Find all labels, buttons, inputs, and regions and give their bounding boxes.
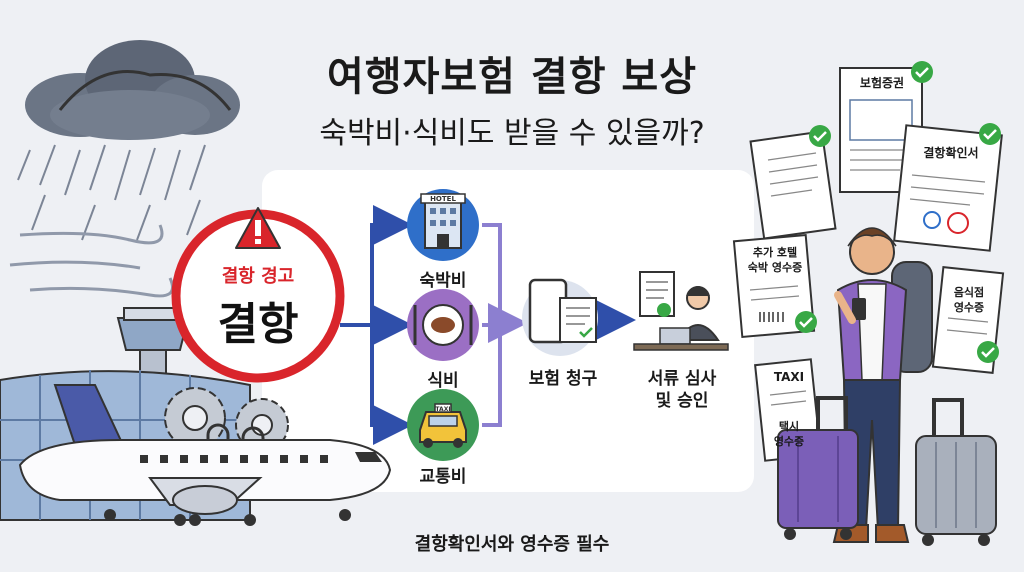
review-label-line2: 및 승인 bbox=[655, 391, 709, 411]
gear-icon bbox=[164, 387, 289, 452]
flow-arrows bbox=[340, 205, 413, 445]
taxi-receipt-head: TAXI bbox=[773, 370, 805, 384]
storm-cloud-icon bbox=[25, 40, 240, 140]
taxi-receipt-label-line2: 영수증 bbox=[773, 435, 805, 448]
meal-icon bbox=[407, 289, 479, 361]
cancel-cert-doc-label: 결항확인서 bbox=[923, 146, 979, 160]
review-clerk-icon bbox=[633, 271, 729, 351]
page-title: 여행자보험 결항 보상 bbox=[326, 54, 698, 100]
taxi-icon bbox=[407, 389, 479, 461]
warning-triangle-icon bbox=[235, 207, 281, 249]
warning-big-label: 결항 bbox=[217, 299, 299, 350]
cancellation-certificate-document bbox=[893, 124, 1003, 252]
taxi-sign: TAXI bbox=[435, 406, 450, 413]
transport-label: 교통비 bbox=[419, 467, 467, 487]
hotel-receipt-label-line1: 추가 호텔 bbox=[752, 246, 798, 259]
rain-icon bbox=[17, 144, 206, 241]
arrow-to-transport bbox=[340, 323, 413, 445]
hotel-receipt-document bbox=[732, 233, 816, 339]
hotel-sign: HOTEL bbox=[430, 195, 456, 203]
taxi-receipt-label-line1: 택시 bbox=[778, 420, 800, 433]
flight-cancel-warning bbox=[171, 207, 345, 383]
warning-small-label: 결항 경고 bbox=[221, 266, 295, 287]
mobile-claim-icon bbox=[522, 278, 598, 356]
policy-doc-label: 보험증권 bbox=[859, 76, 905, 90]
footer-note: 결항확인서와 영수증 필수 bbox=[414, 534, 610, 555]
review-label-line1: 서류 심사 bbox=[647, 369, 717, 389]
page-subtitle: 숙박비·식비도 받을 수 있을까? bbox=[319, 116, 705, 151]
check-icon bbox=[795, 61, 1001, 363]
meal-label: 식비 bbox=[427, 371, 459, 391]
claim-label: 보험 청구 bbox=[528, 369, 598, 389]
hotel-icon bbox=[407, 189, 479, 261]
lodging-label: 숙박비 bbox=[419, 271, 467, 291]
meal-receipt-label-line1: 음식점 bbox=[953, 286, 985, 299]
purple-suitcase-icon bbox=[777, 396, 859, 540]
receipt-document bbox=[749, 130, 837, 240]
gray-suitcase-icon bbox=[915, 398, 997, 546]
hotel-receipt-label-line2: 숙박 영수증 bbox=[747, 261, 803, 274]
airplane-icon bbox=[18, 384, 392, 526]
meal-receipt-label-line2: 영수증 bbox=[953, 301, 985, 314]
wind-icon bbox=[9, 224, 174, 298]
converge-arrows bbox=[482, 223, 528, 427]
